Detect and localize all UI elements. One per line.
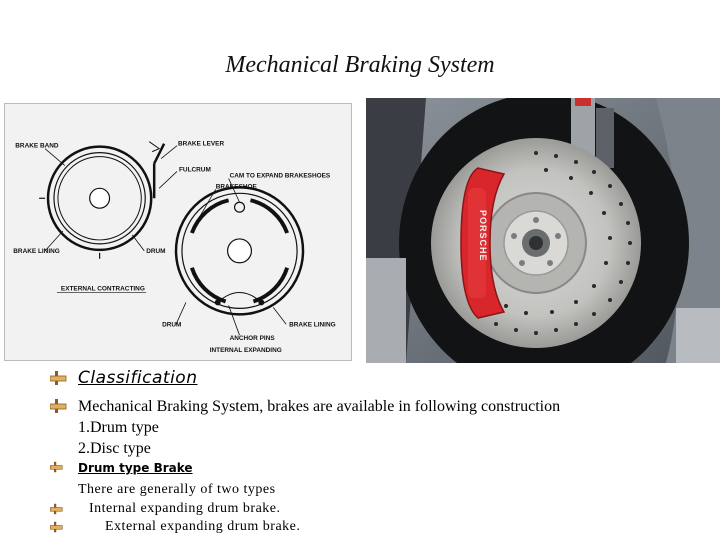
internal-drum <box>174 186 305 316</box>
label-brake-lining-left: BRAKE LINING <box>13 248 60 255</box>
disc-brake-photo-svg: PORSCHE <box>366 98 720 363</box>
label-internal-expanding: INTERNAL EXPANDING <box>210 347 282 354</box>
disc-brake-photo: PORSCHE <box>366 98 720 363</box>
classification-heading: Classification <box>78 368 198 388</box>
leader-lines <box>44 145 287 336</box>
bullet-icon <box>50 503 64 515</box>
label-fulcrum: FULCRUM <box>179 166 211 173</box>
caliper-text: PORSCHE <box>478 210 488 262</box>
label-brake-lining-right: BRAKE LINING <box>289 321 336 328</box>
drum-type-line: 1.Drum type <box>78 419 159 436</box>
bullet-icon <box>50 461 64 473</box>
slide-title: Mechanical Braking System <box>225 52 495 78</box>
drum-type-heading: Drum type Brake <box>78 461 193 475</box>
external-expanding-line: External expanding drum brake. <box>105 519 301 534</box>
label-drum-left: DRUM <box>146 248 165 255</box>
external-drum <box>39 141 166 259</box>
bullet-icon <box>50 370 68 386</box>
label-brake-lever: BRAKE LEVER <box>178 141 224 148</box>
drum-brake-diagram: BRAKE BAND BRAKE LEVER FULCRUM CAM TO EX… <box>4 103 352 361</box>
label-brakeshoe: BRAKESHOE <box>216 183 258 190</box>
label-cam: CAM TO EXPAND BRAKESHOES <box>230 172 331 179</box>
two-types-line: There are generally of two types <box>78 482 276 497</box>
drum-brake-diagram-svg: BRAKE BAND BRAKE LEVER FULCRUM CAM TO EX… <box>13 141 336 354</box>
label-anchor-pins: ANCHOR PINS <box>230 335 276 342</box>
bullet-icon <box>50 521 64 533</box>
internal-expanding-line: Internal expanding drum brake. <box>89 501 281 516</box>
disc-type-line: 2.Disc type <box>78 440 151 457</box>
label-brake-band: BRAKE BAND <box>15 143 59 150</box>
label-external-contracting: EXTERNAL CONTRACTING <box>61 286 145 293</box>
construction-line: Mechanical Braking System, brakes are av… <box>78 398 561 415</box>
label-drum-bottom: DRUM <box>162 321 181 328</box>
bullet-icon <box>50 398 68 414</box>
